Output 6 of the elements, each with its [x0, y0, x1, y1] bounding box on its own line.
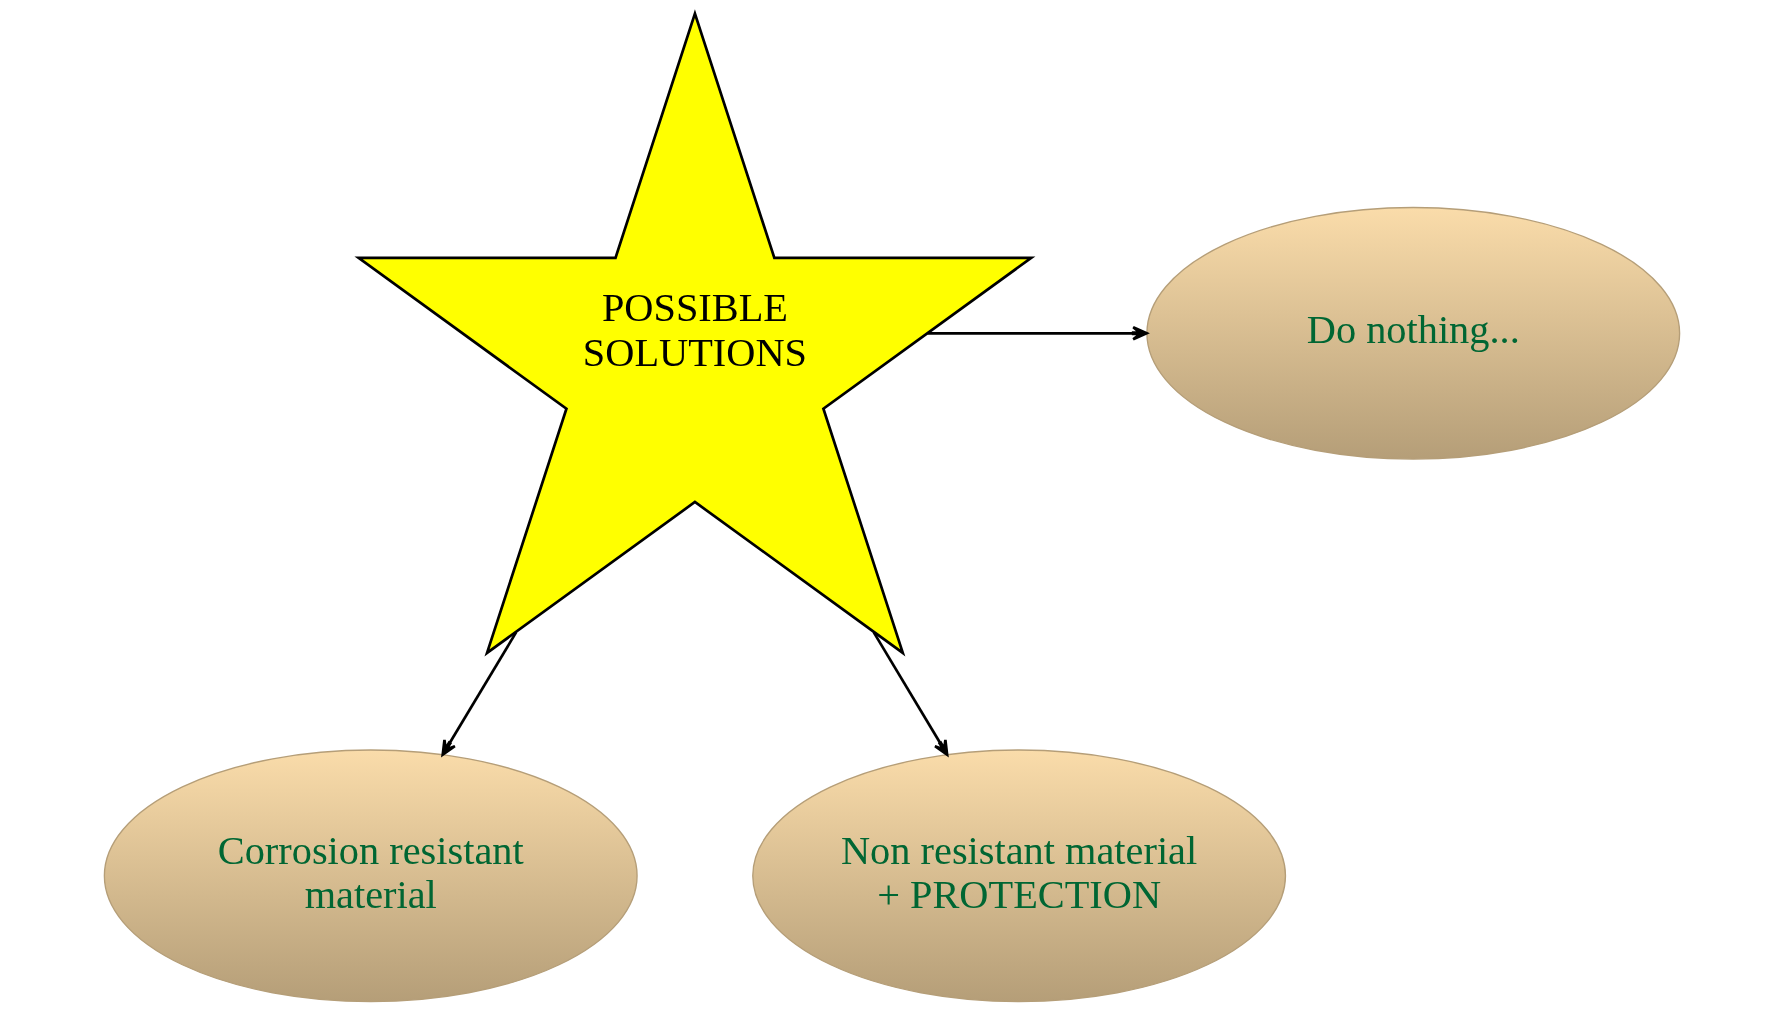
node-ellipse: Non resistant material + PROTECTION: [751, 749, 1286, 1003]
arrow: [871, 631, 948, 756]
node-ellipse: Do nothing...: [1145, 206, 1680, 460]
arrow: [926, 325, 1148, 341]
node-ellipse: Corrosion resistant material: [103, 749, 638, 1003]
arrow: [440, 631, 517, 756]
